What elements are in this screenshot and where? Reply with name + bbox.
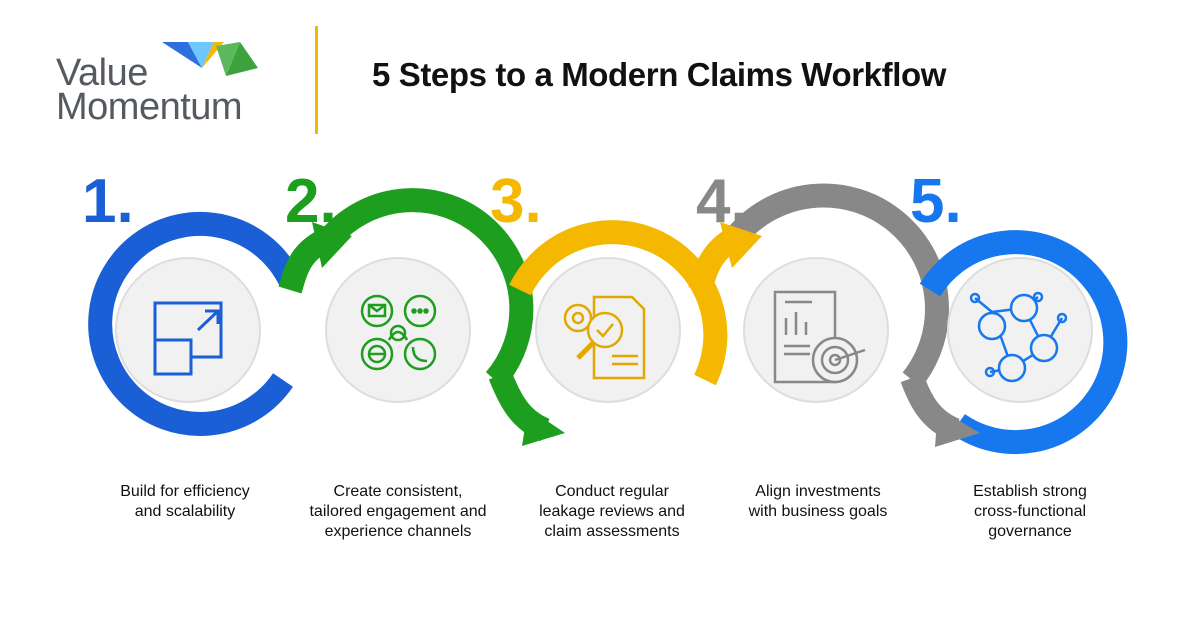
logo-line-2: Momentum	[56, 86, 243, 128]
step-3-caption-line: leakage reviews and	[539, 503, 685, 520]
step-2-caption-line: experience channels	[324, 523, 472, 540]
step-4-caption: Align investments with business goals	[718, 482, 918, 522]
page-title: 5 Steps to a Modern Claims Workflow	[372, 56, 946, 93]
step-5-caption-line: governance	[988, 523, 1072, 540]
network-people-icon	[969, 291, 1068, 383]
document-review-icon	[563, 295, 646, 380]
step-2-caption: Create consistent, tailored engagement a…	[298, 482, 498, 542]
report-target-icon	[773, 290, 866, 384]
step-5-caption-line: Establish strong	[973, 483, 1087, 500]
step-1-caption-line: Build for efficiency	[120, 483, 250, 500]
step-2-disc	[325, 257, 471, 403]
logo-line-1: Value	[56, 52, 148, 94]
step-4-disc	[743, 257, 889, 403]
steps-diagram: 1. 2. 3. 4. 5.	[82, 167, 1128, 455]
step-1-ring	[88, 212, 301, 436]
step-3-caption-line: Conduct regular	[555, 483, 669, 500]
step-4-caption-line: with business goals	[748, 503, 888, 520]
logo-wordmark: Value Momentum	[56, 52, 243, 128]
value-momentum-logo: Value Momentum	[50, 38, 310, 138]
expand-arrow-icon	[153, 301, 223, 376]
step-5-caption: Establish strong cross-functional govern…	[930, 482, 1130, 542]
step-5-caption-line: cross-functional	[973, 503, 1087, 520]
step-2-caption-line: Create consistent,	[333, 483, 463, 500]
step-1-caption-line: and scalability	[134, 503, 236, 520]
step-1-caption: Build for efficiency and scalability	[85, 482, 285, 522]
step-4-ring	[725, 183, 949, 388]
step-2-caption-line: tailored engagement and	[309, 503, 487, 520]
step-3-ring	[509, 220, 728, 386]
header: Value Momentum 5 Steps to a Modern Claim…	[0, 0, 1200, 150]
step-3-caption: Conduct regular leakage reviews and clai…	[512, 482, 712, 542]
step-1-number: 1.	[82, 167, 134, 236]
step-5-disc	[947, 257, 1093, 403]
header-divider	[315, 26, 318, 134]
step-5-arrow-icon	[935, 408, 980, 447]
step-2-arrow-icon	[312, 222, 352, 268]
step-1-disc	[115, 257, 261, 403]
logo-mark-icon	[162, 42, 258, 76]
step-4-caption-line: Align investments	[755, 483, 881, 500]
step-3-caption-line: claim assessments	[544, 523, 680, 540]
step-4-arrow-icon	[720, 222, 762, 268]
step-3-arrow-icon	[522, 408, 565, 446]
engagement-channels-icon	[360, 294, 437, 371]
step-2-ring	[320, 188, 534, 388]
step-5-ring	[919, 230, 1128, 455]
step-5-number: 5.	[910, 167, 962, 236]
